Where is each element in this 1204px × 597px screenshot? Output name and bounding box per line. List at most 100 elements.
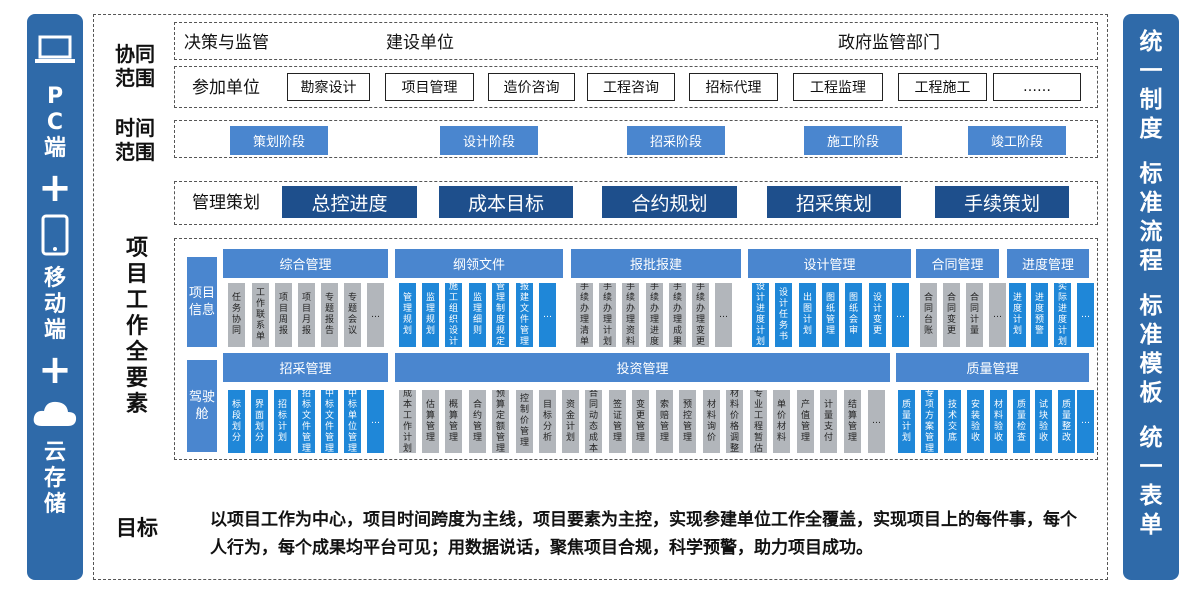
work-tile: 监理规划 bbox=[422, 283, 439, 347]
work-tile: 技术交底 bbox=[944, 390, 961, 453]
work-tile: 目标分析 bbox=[539, 390, 556, 453]
mgmt-procurement: 招采策划 bbox=[767, 186, 901, 218]
work-tile-label: 索赔管理 bbox=[659, 399, 669, 443]
work-tile: 出图计划 bbox=[799, 283, 816, 347]
work-tile: … bbox=[1077, 390, 1094, 453]
work-tile-label: 专项方案管理 bbox=[924, 390, 934, 453]
work-tile-label: 手续办理变更 bbox=[695, 283, 705, 347]
work-tile: … bbox=[367, 390, 384, 453]
work-tile-label: … bbox=[371, 309, 380, 320]
work-tile: 手续办理计划 bbox=[599, 283, 616, 347]
work-tile: 项目周报 bbox=[275, 283, 292, 347]
work-tile-label: 招标文件管理 bbox=[301, 390, 311, 453]
work-tile-label: … bbox=[543, 309, 552, 320]
cat-investment: 投资管理 bbox=[395, 353, 890, 382]
work-tile-label: 图纸管理 bbox=[825, 293, 835, 336]
work-tile: 施工组织设计 bbox=[445, 283, 462, 347]
work-tile-label: 实际进度计划 bbox=[1057, 283, 1067, 347]
work-tile-label: 出图计划 bbox=[802, 293, 812, 336]
work-tile: 合同台账 bbox=[920, 283, 937, 347]
work-tile: 设计进度计划 bbox=[752, 283, 769, 347]
gov-label: 政府监管部门 bbox=[838, 33, 940, 53]
plus-icon: + bbox=[38, 165, 72, 211]
standard-process-label: 标准流程 bbox=[1139, 161, 1163, 274]
work-tile: 任务协同 bbox=[228, 283, 245, 347]
work-tile-label: 材料询价 bbox=[706, 399, 716, 443]
work-tile-label: 合约管理 bbox=[472, 399, 482, 443]
stage-planning: 策划阶段 bbox=[230, 126, 328, 155]
work-tile: 结算管理 bbox=[844, 390, 861, 453]
mgmt-schedule: 总控进度 bbox=[282, 186, 417, 218]
work-tile: 合同计量 bbox=[966, 283, 983, 347]
work-tile-label: 管理制度规定 bbox=[495, 283, 505, 347]
work-tile-label: 中标单位管理 bbox=[347, 390, 357, 453]
collab-row-participants bbox=[174, 66, 1098, 108]
work-tile-label: 进度预警 bbox=[1034, 293, 1044, 336]
owner-label: 建设单位 bbox=[386, 33, 454, 53]
work-tile-label: 项目月报 bbox=[301, 293, 311, 336]
cat-procurement: 招采管理 bbox=[223, 353, 388, 382]
work-tile: 变更管理 bbox=[632, 390, 649, 453]
work-tile: 手续办理进度 bbox=[646, 283, 663, 347]
work-tile: 概算管理 bbox=[445, 390, 462, 453]
work-tile: 专业工程暂估 bbox=[750, 390, 767, 453]
work-tile-label: 安装验收 bbox=[970, 399, 980, 443]
work-tile: 手续办理资料 bbox=[622, 283, 639, 347]
work-tile-label: 质量检查 bbox=[1016, 399, 1026, 443]
work-tile-label: 专业工程暂估 bbox=[753, 390, 763, 453]
work-tile: … bbox=[715, 283, 732, 347]
work-tile-label: 材料验收 bbox=[993, 399, 1003, 443]
unified-form-label: 统一表单 bbox=[1139, 425, 1163, 538]
work-tile: 专项方案管理 bbox=[921, 390, 938, 453]
participant-cost: 造价咨询 bbox=[488, 73, 575, 101]
work-tile-label: 监理细则 bbox=[472, 293, 482, 336]
work-tile-label: 估算管理 bbox=[425, 399, 435, 443]
work-tile: 材料价格调整 bbox=[726, 390, 743, 453]
work-tile: 合同变更 bbox=[943, 283, 960, 347]
work-tile-label: 预算定额管理 bbox=[495, 390, 505, 453]
stage-design: 设计阶段 bbox=[440, 126, 538, 155]
work-tile-label: 手续办理计划 bbox=[602, 283, 612, 347]
work-tile-label: 管理规划 bbox=[402, 293, 412, 336]
project-info-label: 项目信息 bbox=[187, 257, 217, 347]
work-tile-label: 工作联系单 bbox=[255, 287, 265, 342]
work-tile: 设计任务书 bbox=[775, 283, 792, 347]
work-tile: 安装验收 bbox=[967, 390, 984, 453]
work-tile-label: 合同台账 bbox=[923, 293, 933, 336]
management-label: 管理策划 bbox=[192, 193, 260, 213]
work-tile: 手续办理清单 bbox=[576, 283, 593, 347]
work-tile-label: 专题报告 bbox=[324, 293, 334, 336]
work-tile-label: 设计进度计划 bbox=[755, 283, 765, 347]
standard-template-label: 标准模板 bbox=[1139, 293, 1163, 406]
work-tile-label: 设计任务书 bbox=[778, 287, 788, 342]
stage-construction: 施工阶段 bbox=[804, 126, 902, 155]
work-elements-label: 项目工作全要素 bbox=[125, 236, 148, 417]
work-elements-box bbox=[174, 238, 1098, 460]
work-tile: 专题会议 bbox=[344, 283, 361, 347]
work-tile-label: … bbox=[872, 416, 881, 426]
work-tile: 合约管理 bbox=[469, 390, 486, 453]
work-tile: … bbox=[892, 283, 909, 347]
goal-label: 目标 bbox=[116, 516, 158, 540]
work-tile-label: … bbox=[719, 309, 728, 320]
work-tile: 签证管理 bbox=[609, 390, 626, 453]
work-tile: 管理制度规定 bbox=[492, 283, 509, 347]
work-tile-label: 计量支付 bbox=[823, 399, 833, 443]
participants-label: 参加单位 bbox=[192, 78, 260, 98]
work-tile-label: 招标计划 bbox=[277, 399, 287, 443]
work-tile-label: 手续办理资料 bbox=[625, 283, 635, 347]
work-tile: … bbox=[868, 390, 885, 453]
work-tile-label: 施工组织设计 bbox=[448, 283, 458, 347]
pc-label: PC端 bbox=[43, 84, 66, 161]
work-tile-label: 中标文件管理 bbox=[324, 390, 334, 453]
work-tile-label: 材料价格调整 bbox=[729, 390, 739, 453]
work-tile: 材料询价 bbox=[703, 390, 720, 453]
work-tile-label: … bbox=[1081, 309, 1090, 320]
work-tile-label: 专题会议 bbox=[347, 293, 357, 336]
management-row bbox=[174, 181, 1098, 225]
work-tile-label: 标段划分 bbox=[231, 399, 241, 443]
collab-row-decision bbox=[174, 22, 1098, 60]
work-tile-label: 技术交底 bbox=[947, 399, 957, 443]
work-tile: 监理细则 bbox=[469, 283, 486, 347]
cat-general: 综合管理 bbox=[223, 249, 388, 278]
